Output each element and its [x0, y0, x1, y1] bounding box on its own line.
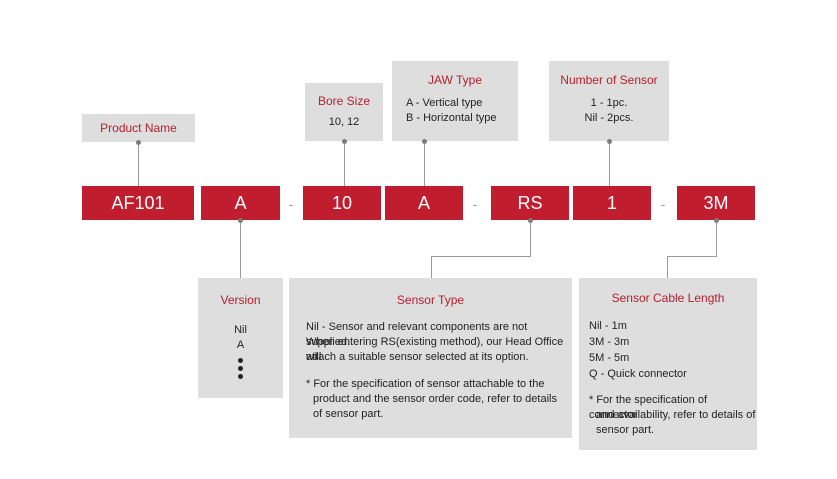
- connector-dot: [238, 218, 243, 223]
- sensor-type-box: Sensor Type Nil - Sensor and relevant co…: [289, 278, 572, 438]
- code-version: A: [201, 186, 280, 220]
- number-of-sensor-option-nil: Nil - 2pcs.: [584, 112, 634, 124]
- ellipsis-dot-icon: [238, 358, 243, 363]
- code-cable-length: 3M: [677, 186, 755, 220]
- sensor-cable-length-box: Sensor Cable Length Nil - 1m 3M - 3m 5M …: [579, 278, 757, 450]
- code-number-of-sensor: 1: [573, 186, 651, 220]
- sensor-type-note-line: of sensor part.: [313, 408, 384, 420]
- connector-cable-drop: [667, 256, 668, 278]
- ellipsis-dot-icon: [238, 366, 243, 371]
- sensor-type-note-line: * For the specification of sensor attach…: [306, 378, 545, 390]
- product-name-title: Product Name: [100, 121, 177, 135]
- cable-option-q: Q - Quick connector: [589, 368, 687, 380]
- bore-size-box: Bore Size 10, 12: [305, 83, 383, 141]
- number-of-sensor-box: Number of Sensor 1 - 1pc. Nil - 2pcs.: [549, 61, 669, 141]
- jaw-type-option-a: A - Vertical type: [406, 97, 483, 109]
- version-title: Version: [220, 293, 261, 307]
- sensor-type-note-line: product and the sensor order code, refer…: [313, 393, 557, 405]
- code-sensor-type: RS: [491, 186, 569, 220]
- version-option-a: A: [236, 339, 245, 351]
- connector-sensor-type-drop: [431, 256, 432, 278]
- cable-note-line: and availability, refer to details of: [596, 409, 756, 421]
- separator-dash: -: [288, 196, 294, 212]
- connector-cable-horizontal: [667, 256, 717, 257]
- connector-number-of-sensor: [609, 141, 610, 186]
- cable-option-5m: 5M - 5m: [589, 352, 630, 364]
- code-model: AF101: [82, 186, 194, 220]
- bore-size-value: 10, 12: [328, 116, 360, 128]
- version-box: Version Nil A: [198, 278, 283, 398]
- cable-option-nil: Nil - 1m: [589, 320, 627, 332]
- version-option-nil: Nil: [234, 324, 247, 336]
- sensor-type-desc-line: When entering RS(existing method), our H…: [306, 336, 564, 363]
- connector-product-name: [138, 142, 139, 186]
- connector-sensor-type-horizontal: [431, 256, 531, 257]
- sensor-type-desc-line: attach a suitable sensor selected at its…: [306, 351, 529, 363]
- jaw-type-title: JAW Type: [427, 73, 483, 87]
- connector-dot: [528, 218, 533, 223]
- product-name-box: Product Name: [82, 114, 195, 142]
- number-of-sensor-option-1: 1 - 1pc.: [590, 97, 628, 109]
- connector-jaw-type: [424, 141, 425, 186]
- jaw-type-box: JAW Type A - Vertical type B - Horizonta…: [392, 61, 518, 141]
- connector-cable-down: [716, 220, 717, 256]
- connector-sensor-type-down: [530, 220, 531, 256]
- connector-dot: [342, 139, 347, 144]
- connector-dot: [136, 140, 141, 145]
- connector-version: [240, 220, 241, 278]
- sensor-type-title: Sensor Type: [396, 293, 465, 307]
- connector-dot: [607, 139, 612, 144]
- separator-dash: -: [660, 196, 666, 212]
- separator-dash: -: [472, 196, 478, 212]
- jaw-type-option-b: B - Horizontal type: [406, 112, 497, 124]
- code-jaw-type: A: [385, 186, 463, 220]
- code-bore-size: 10: [303, 186, 381, 220]
- connector-bore-size: [344, 141, 345, 186]
- ellipsis-dot-icon: [238, 374, 243, 379]
- connector-dot: [422, 139, 427, 144]
- cable-note-line: sensor part.: [596, 424, 655, 436]
- sensor-type-desc-line: Nil - Sensor and relevant components are…: [306, 321, 528, 348]
- number-of-sensor-title: Number of Sensor: [560, 73, 658, 87]
- bore-size-title: Bore Size: [317, 94, 371, 108]
- sensor-cable-length-title: Sensor Cable Length: [611, 291, 725, 305]
- cable-note-line: * For the specification of connector: [589, 394, 708, 421]
- cable-option-3m: 3M - 3m: [589, 336, 630, 348]
- connector-dot: [714, 218, 719, 223]
